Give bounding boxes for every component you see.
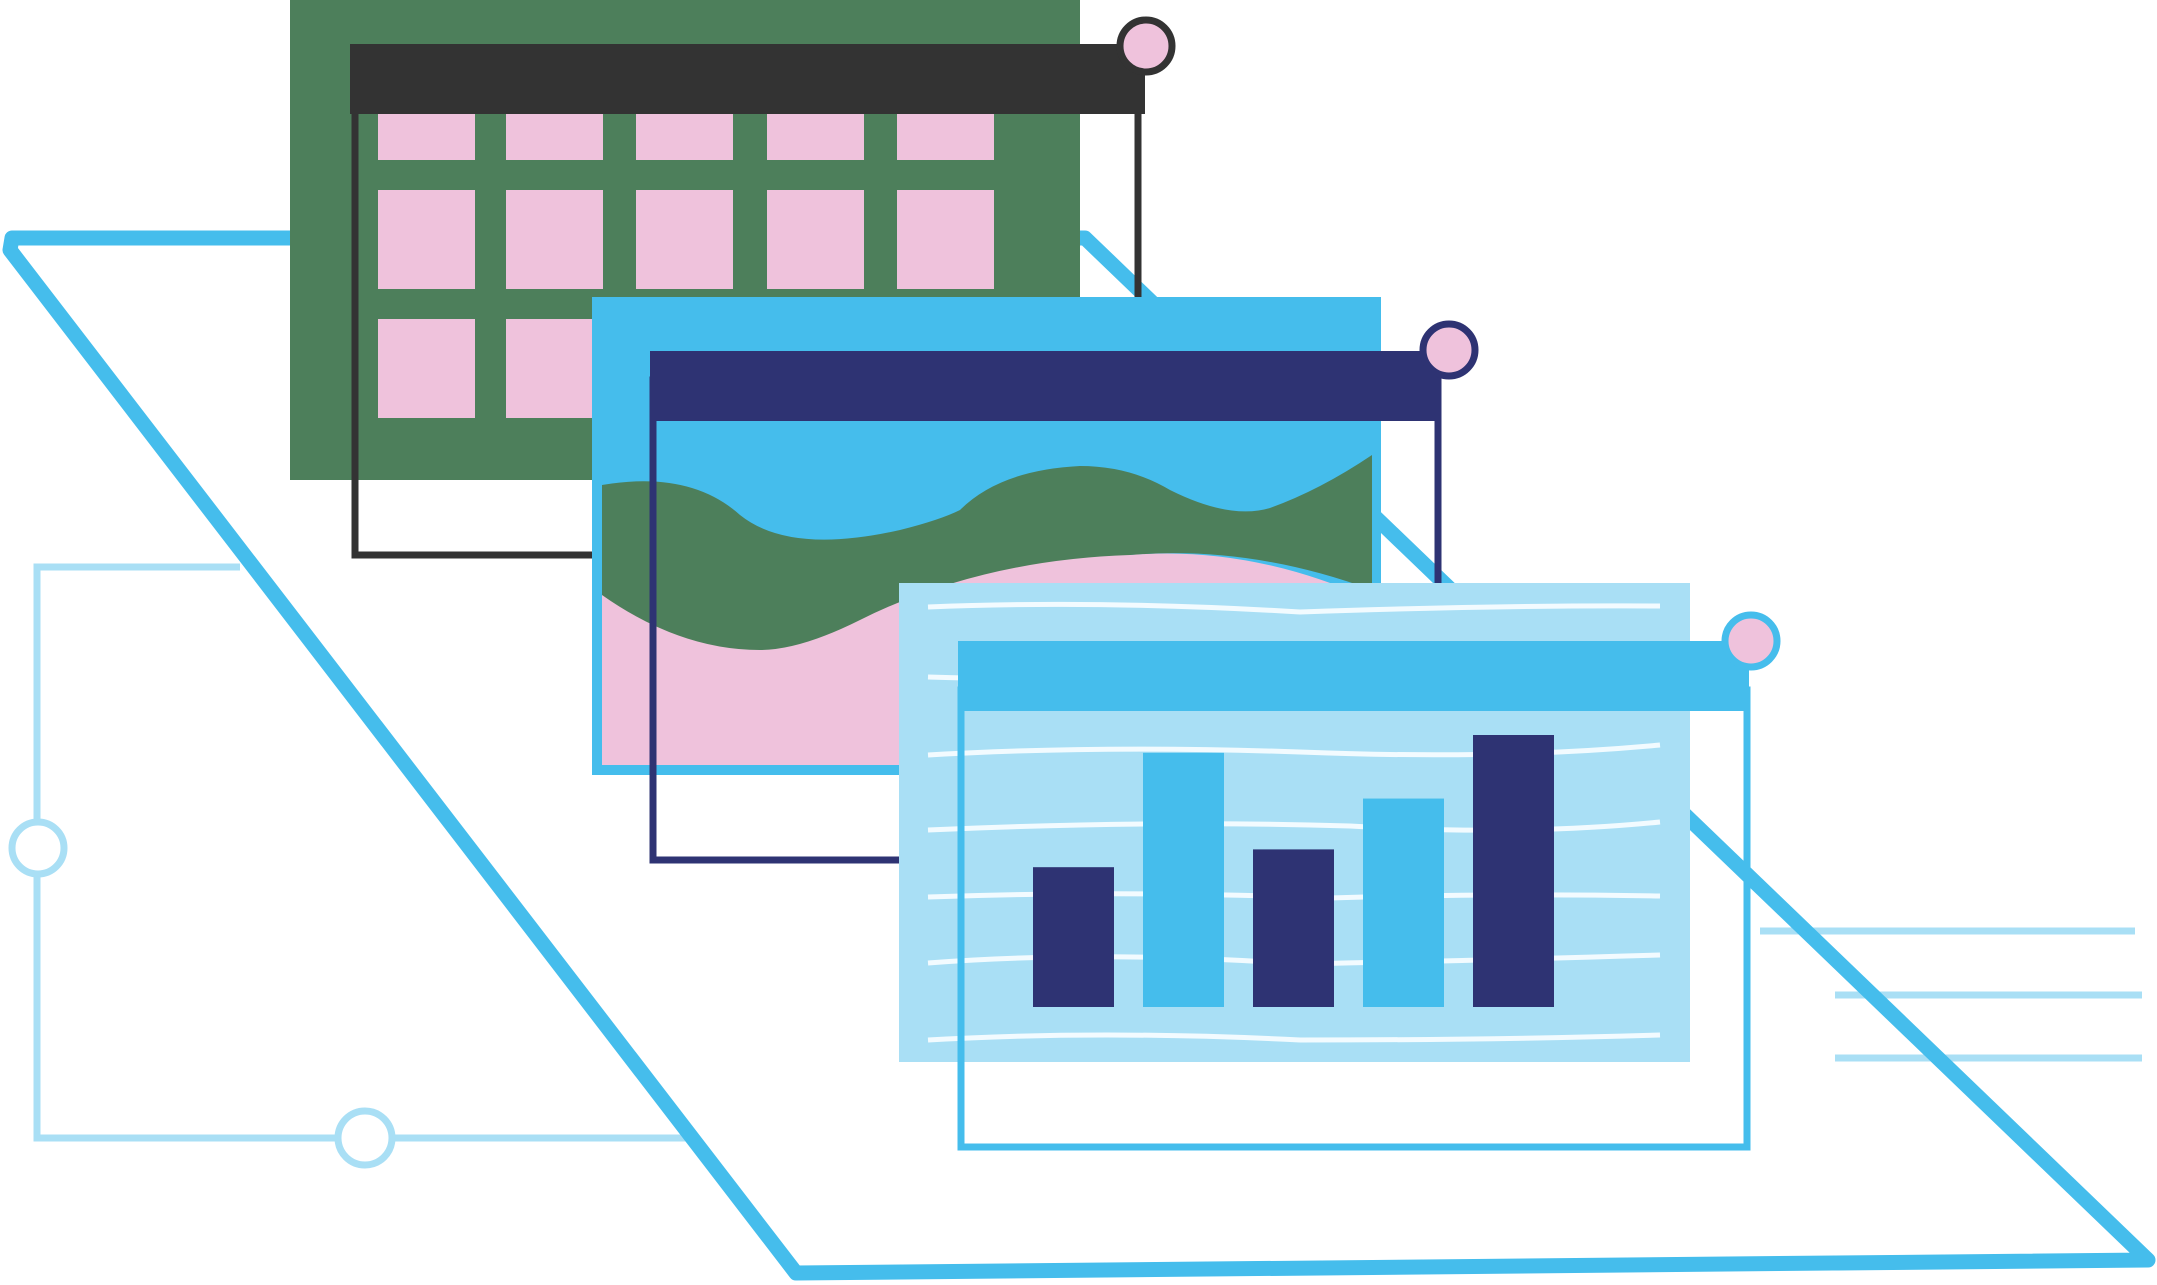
landscape-window-titlebar <box>650 351 1440 421</box>
network-nodes <box>8 818 396 1169</box>
landscape-window-circle-button-icon[interactable] <box>1419 320 1479 380</box>
grid-window-titlebar <box>350 44 1145 114</box>
bar-chart-window <box>899 583 1781 1151</box>
grid-window <box>290 0 1176 559</box>
network-right-lines <box>1760 927 2142 1062</box>
bar-glyph <box>1253 849 1334 1007</box>
bar-glyph <box>1363 798 1444 1007</box>
grid-window-circle-button-icon[interactable] <box>1116 16 1176 76</box>
node-bottom-circle-icon <box>334 1107 396 1169</box>
bar-chart-icon <box>1033 735 1554 1007</box>
landscape-green-hill <box>602 455 1372 650</box>
bar-glyph <box>1143 752 1224 1007</box>
bar-glyph <box>1033 867 1114 1007</box>
bar-chart-window-circle-button-icon[interactable] <box>1721 611 1781 671</box>
bar-chart-window-titlebar <box>958 641 1749 711</box>
node-left-circle-icon <box>8 818 68 878</box>
bar-glyph <box>1473 735 1554 1007</box>
